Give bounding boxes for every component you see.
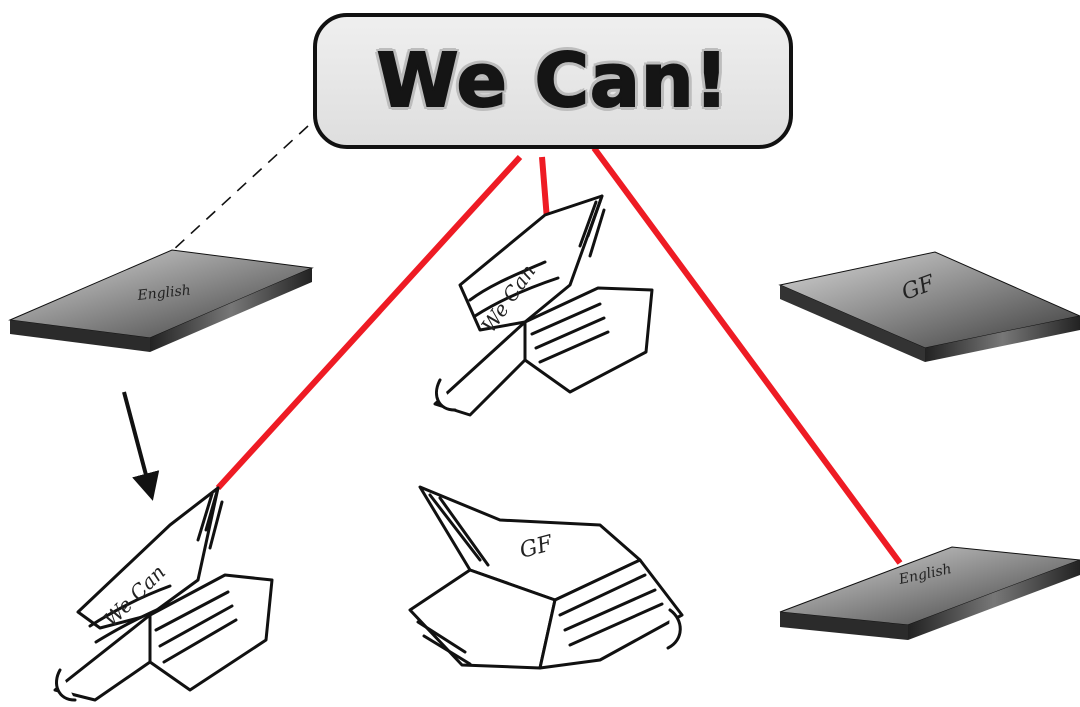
closed-book-icon: English bbox=[10, 250, 312, 352]
closed-book-icon: GF bbox=[780, 252, 1080, 362]
open-book-icon: We Can bbox=[435, 196, 652, 415]
arrow-down-icon bbox=[124, 392, 150, 490]
closed-book-icon: English bbox=[780, 547, 1080, 640]
open-book-icon: GF bbox=[410, 487, 682, 668]
open-book-icon: We Can bbox=[55, 488, 272, 700]
title-box: We Can! bbox=[313, 13, 793, 149]
dashed-connector-to-english-book bbox=[160, 126, 308, 262]
title-text: We Can! bbox=[377, 38, 730, 124]
connector-to-we-can-book-bottom-left bbox=[218, 157, 520, 488]
